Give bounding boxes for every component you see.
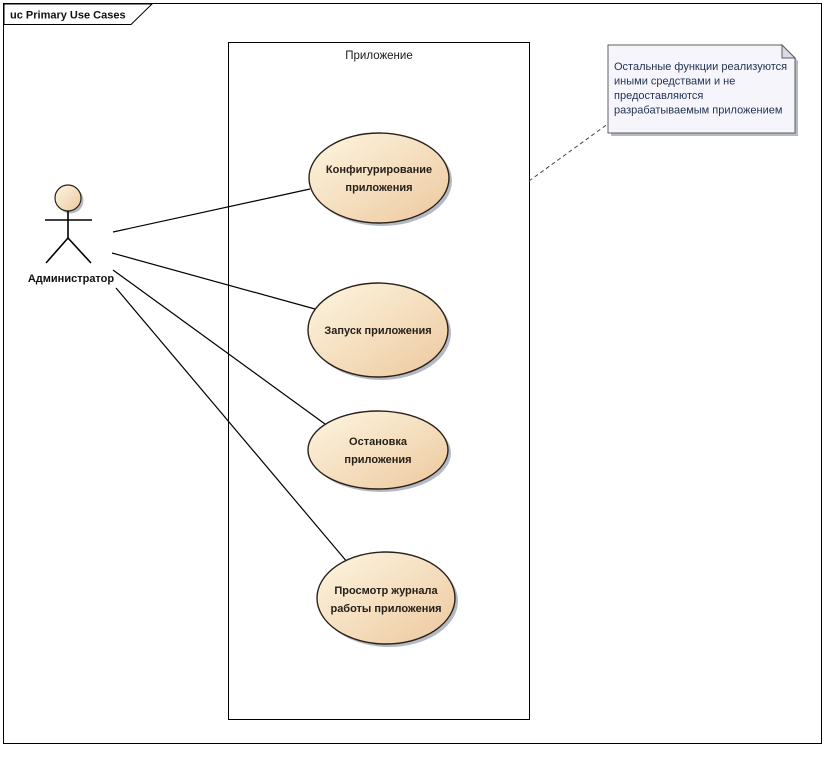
actor-head[interactable] <box>54 184 82 212</box>
frame-tab: uc Primary Use Cases <box>3 3 154 25</box>
system-boundary-title: Приложение <box>345 50 412 62</box>
use-case-label-line: Запуск приложения <box>324 325 431 337</box>
association-line-configure-app[interactable] <box>112 188 311 233</box>
actor-label: Администратор <box>28 273 115 285</box>
use-case-view-log[interactable]: Просмотр журнала работы приложения <box>316 551 458 647</box>
actor-administrator[interactable]: Администратор <box>28 184 115 285</box>
frame-tab-label: uc Primary Use Cases <box>10 10 126 22</box>
use-case-ellipse[interactable] <box>316 551 456 645</box>
use-case-label-line: приложения <box>345 182 412 194</box>
note-text-line: Остальные функции реализуются <box>614 61 787 73</box>
use-case-configure-app[interactable]: Конфигурирование приложения <box>308 132 452 226</box>
use-case-label-line: Конфигурирование <box>326 164 432 176</box>
note-body[interactable] <box>607 44 796 134</box>
note-link-line[interactable] <box>528 117 617 182</box>
note[interactable]: Остальные функции реализуются иными сред… <box>607 43 798 136</box>
note-fold-icon <box>781 43 797 59</box>
note-text-line: иными средствами и не <box>614 76 735 88</box>
use-case-ellipse[interactable] <box>307 410 449 490</box>
use-case-ellipse[interactable] <box>308 132 450 224</box>
note-text-line: предоставляются <box>614 90 703 102</box>
actor-body-figure[interactable] <box>45 211 92 264</box>
use-case-ellipse[interactable] <box>307 282 449 378</box>
use-case-label-line: приложения <box>344 454 411 466</box>
association-line-stop-app[interactable] <box>112 269 326 425</box>
frame-tab-shape <box>3 3 154 25</box>
association-line-start-app[interactable] <box>111 252 316 310</box>
use-case-label-line: работы приложения <box>330 603 441 615</box>
use-case-stop-app[interactable]: Остановка приложения <box>307 410 451 492</box>
use-case-label-line: Просмотр журнала <box>334 585 438 597</box>
use-case-label-line: Остановка <box>349 436 408 448</box>
use-case-start-app[interactable]: Запуск приложения <box>307 282 451 380</box>
association-line-view-log[interactable] <box>115 287 349 564</box>
note-text-line: разрабатываемым приложением <box>614 105 782 117</box>
